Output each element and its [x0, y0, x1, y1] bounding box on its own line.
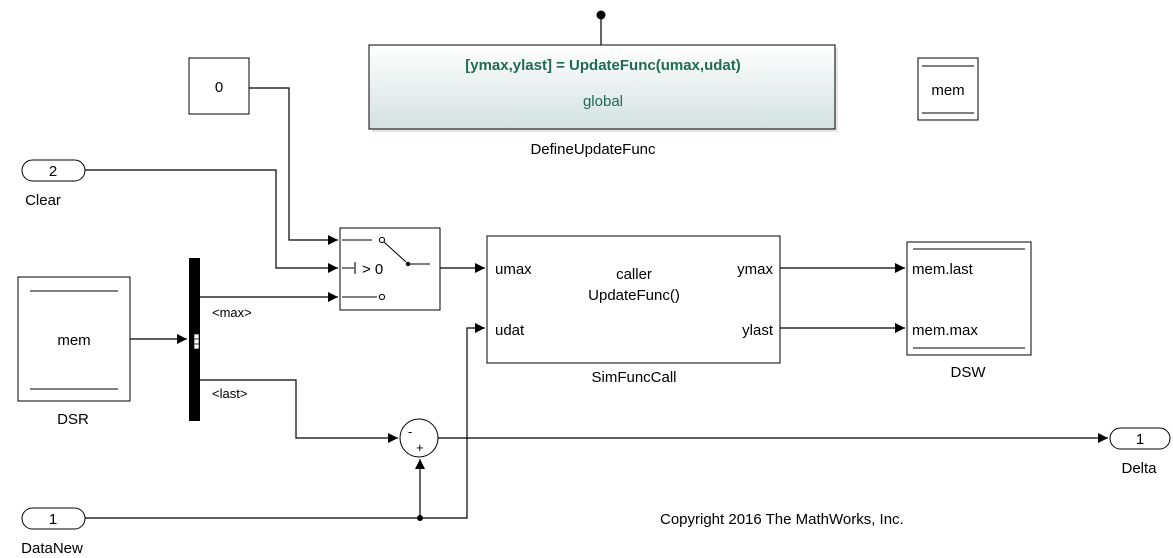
inport-clear-block[interactable]: 2 [21, 159, 86, 182]
inport-datanew-block[interactable]: 1 [21, 507, 86, 530]
data-store-write-name: DSW [951, 364, 987, 381]
switch-block[interactable]: > 0 [339, 227, 441, 311]
sim-func-call-out-ymax: ymax [737, 261, 773, 278]
data-store-memory-block[interactable]: mem [917, 57, 979, 121]
wire-last-to-sum [200, 379, 398, 443]
outport-delta-number: 1 [1136, 431, 1144, 448]
outport-delta-block[interactable]: 1 [1109, 427, 1171, 450]
bus-selector-block[interactable] [189, 258, 200, 421]
sim-func-call-caller: caller [616, 266, 652, 283]
data-store-memory-label: mem [931, 82, 964, 99]
sim-func-call-name: SimFuncCall [591, 369, 676, 386]
copyright-text: Copyright 2016 The MathWorks, Inc. [660, 511, 904, 528]
data-store-read-block[interactable]: mem [17, 276, 131, 402]
update-func-scope: global [583, 93, 623, 110]
inport-datanew-name: DataNew [21, 540, 83, 557]
constant-value: 0 [215, 79, 223, 96]
update-func-signature: [ymax,ylast] = UpdateFunc(umax,udat) [465, 57, 740, 74]
signal-wires [85, 87, 1108, 521]
dsw-in-mem-max: mem.max [912, 322, 978, 339]
sim-func-call-block[interactable]: caller UpdateFunc() umax udat ymax ylast [486, 235, 781, 364]
inport-clear-name: Clear [25, 192, 61, 209]
wire-constant-to-switch [249, 87, 338, 245]
inport-datanew-number: 1 [49, 511, 57, 528]
sim-func-call-func: UpdateFunc() [588, 287, 680, 304]
sum-minus-sign: - [408, 424, 412, 439]
sum-block[interactable]: - + [399, 418, 439, 458]
sim-func-call-in-umax: umax [495, 261, 532, 278]
wire-datanew [85, 323, 485, 519]
function-trigger-port-dot [596, 10, 606, 20]
sum-plus-sign: + [416, 440, 424, 455]
outport-delta-name: Delta [1121, 460, 1157, 477]
sim-func-call-in-udat: udat [495, 322, 525, 339]
wire-clear-to-switch [85, 169, 338, 273]
define-update-func-name: DefineUpdateFunc [530, 141, 656, 158]
sim-func-call-out-ylast: ylast [742, 322, 774, 339]
define-update-func-block[interactable]: [ymax,ylast] = UpdateFunc(umax,udat) glo… [368, 10, 838, 133]
data-store-read-label: mem [57, 332, 90, 349]
branch-point-dot [417, 515, 423, 521]
data-store-read-name: DSR [57, 411, 89, 428]
switch-criteria: > 0 [362, 261, 383, 278]
bus-signal-max-label: <max> [212, 305, 252, 320]
dsw-in-mem-last: mem.last [912, 261, 974, 278]
constant-block[interactable]: 0 [188, 57, 250, 115]
inport-clear-number: 2 [49, 163, 57, 180]
data-store-write-block[interactable]: mem.last mem.max [906, 241, 1032, 356]
bus-signal-last-label: <last> [212, 386, 247, 401]
